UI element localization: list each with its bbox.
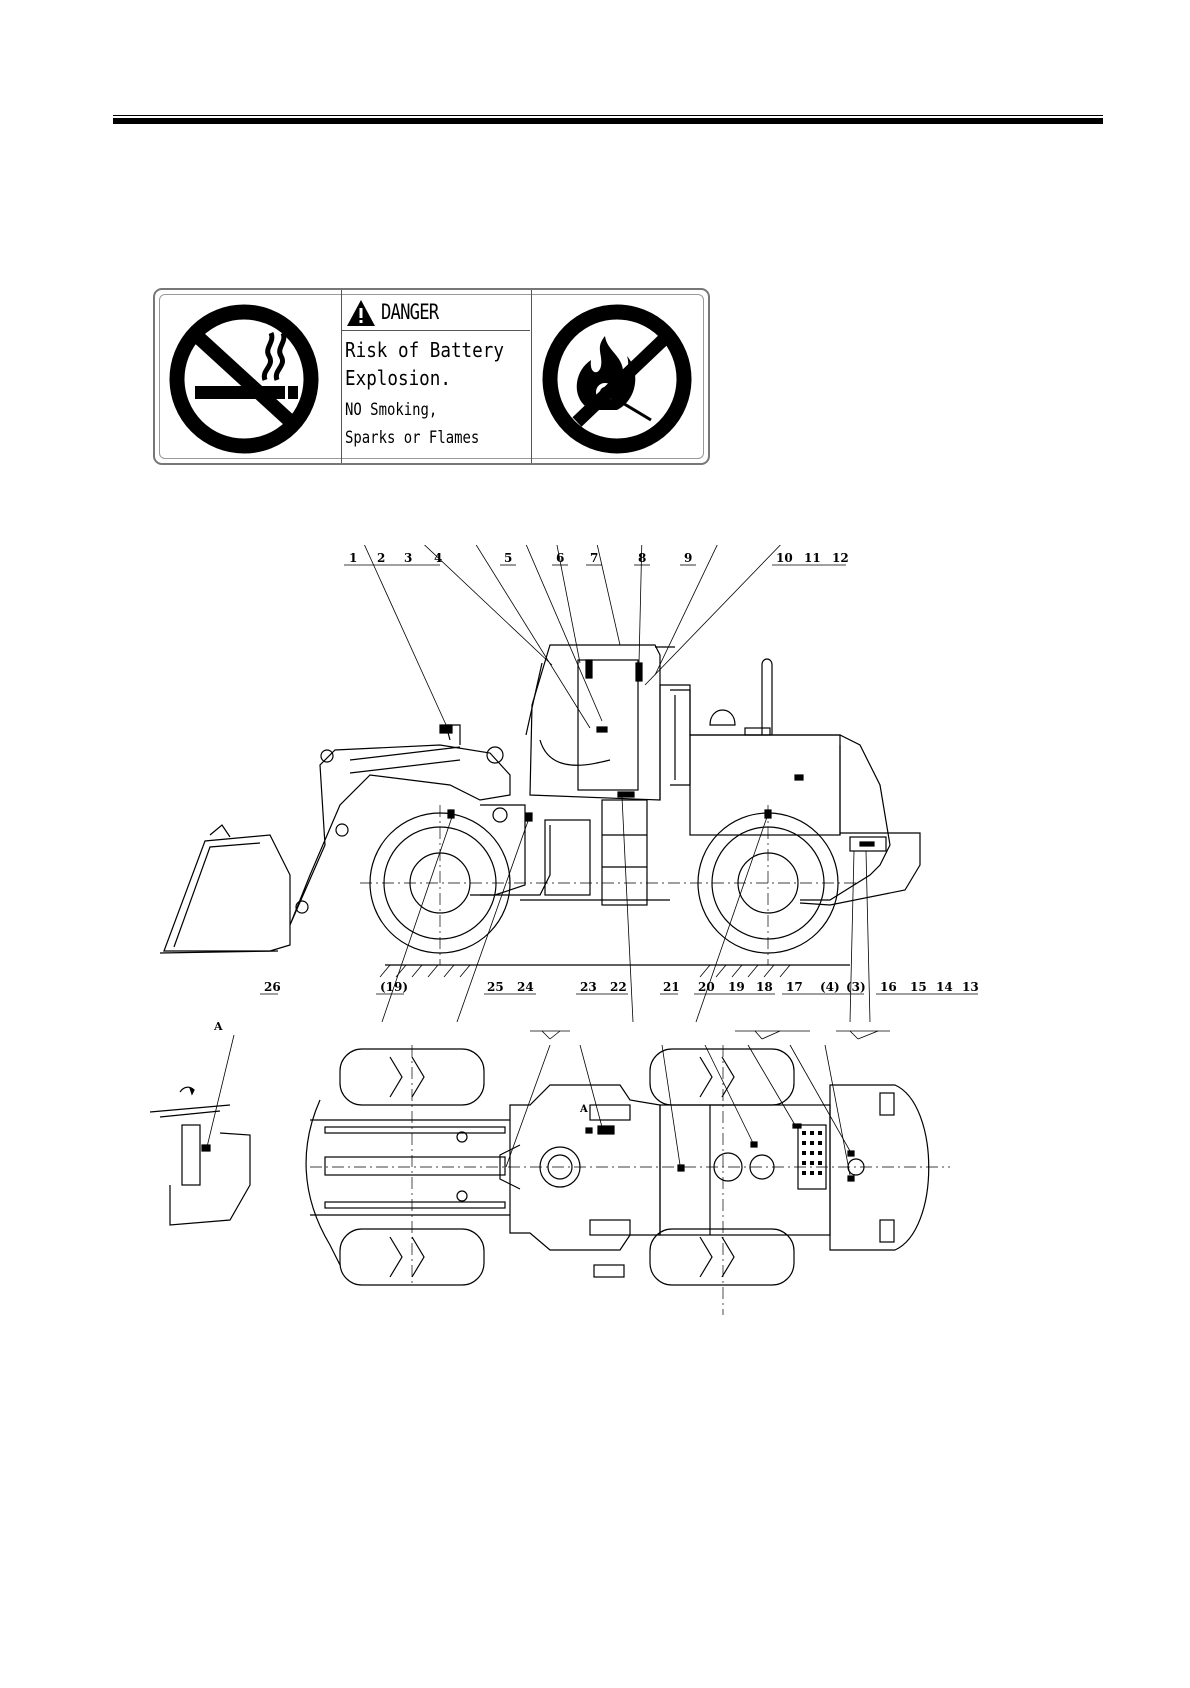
decal-instruction-line2: Sparks or Flames [345, 424, 479, 452]
side-view [160, 645, 920, 977]
decal-divider-right [531, 290, 532, 463]
decal-header-divider [342, 330, 530, 331]
battery-danger-decal: DANGER Risk of Battery Explosion. NO Smo… [153, 288, 710, 465]
decal-message: Risk of Battery Explosion. [345, 336, 504, 392]
plan-view [306, 1031, 950, 1315]
decal-instruction-line1: NO Smoking, [345, 396, 479, 424]
decal-message-line2: Explosion. [345, 364, 504, 392]
wheel-loader-drawing: 1 2 3 4 5 6 7 8 9 10 11 12 [150, 545, 1020, 1325]
decal-location-drawing: 1 2 3 4 5 6 7 8 9 10 11 12 [150, 545, 1020, 1325]
decal-divider-left [341, 290, 342, 463]
header-rule [113, 118, 1103, 124]
no-smoking-icon [165, 300, 325, 456]
no-open-flame-icon [533, 300, 703, 456]
decal-instruction: NO Smoking, Sparks or Flames [345, 396, 479, 452]
decal-message-line1: Risk of Battery [345, 336, 504, 364]
steering-detail-view [150, 1035, 250, 1225]
warning-triangle-icon [345, 298, 377, 328]
decal-header-text: DANGER [381, 300, 438, 324]
header-rule-thin [113, 115, 1103, 116]
